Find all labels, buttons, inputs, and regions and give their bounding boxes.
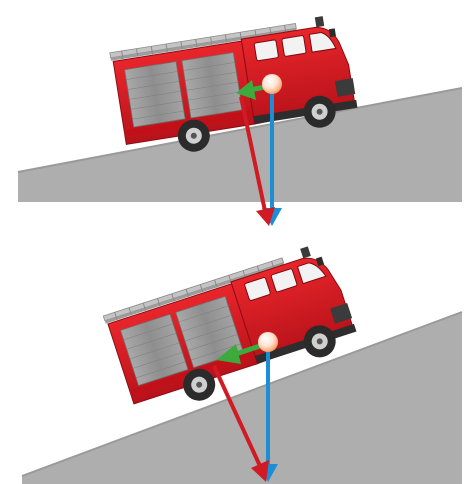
steep-slope-diagram [0,240,470,484]
gentle-slope-diagram [0,0,470,240]
gentle-slope-panel [0,0,470,240]
centre-of-mass-icon [258,332,278,352]
steep-slope-panel [0,240,470,484]
centre-of-mass-icon [262,74,282,94]
